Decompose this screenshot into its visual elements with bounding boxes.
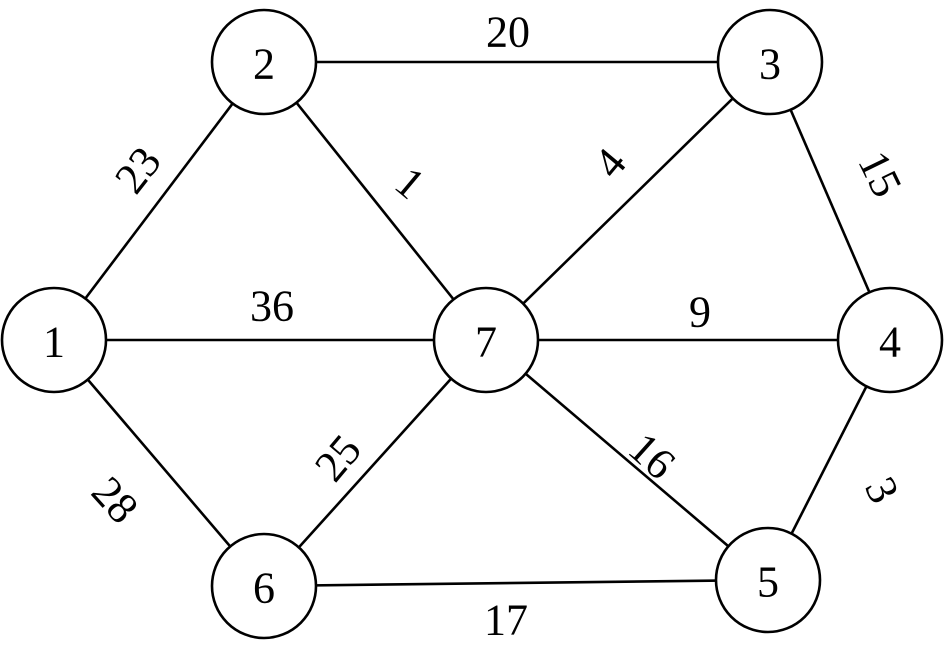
node-5: 5 [714, 526, 822, 634]
edge-weight-6-5: 17 [484, 596, 528, 645]
node-label-3: 3 [759, 40, 781, 89]
node-circle-5 [714, 526, 822, 634]
edge-weight-7-4: 9 [689, 288, 711, 337]
node-4: 4 [836, 286, 944, 394]
edge-weight-1-2: 23 [105, 138, 171, 203]
edge-7-6 [263, 339, 487, 587]
node-7: 7 [432, 286, 540, 394]
edge-weight-2-7: 1 [386, 157, 434, 209]
node-label-6: 6 [253, 564, 275, 613]
edge-1-6 [53, 339, 265, 587]
edge-weight-3-7: 4 [584, 139, 636, 187]
edge-weight-1-7: 36 [250, 282, 294, 331]
edge-weight-3-4: 15 [848, 143, 911, 204]
node-circle-6 [210, 532, 318, 640]
node-circle-7 [432, 286, 540, 394]
edge-weight-7-5: 16 [619, 423, 684, 489]
node-6: 6 [210, 532, 318, 640]
node-label-5: 5 [757, 558, 779, 607]
edge-weight-4-5: 3 [855, 469, 909, 510]
node-label-7: 7 [475, 318, 497, 367]
edge-weight-1-6: 28 [82, 467, 148, 532]
node-circle-1 [0, 286, 108, 394]
node-2: 2 [210, 8, 318, 116]
edge-weight-2-3: 20 [486, 8, 530, 57]
edge-3-7 [485, 61, 771, 341]
node-label-4: 4 [879, 318, 901, 367]
node-circle-3 [716, 8, 824, 116]
node-label-2: 2 [253, 40, 275, 89]
edge-1-2 [52, 61, 266, 341]
node-circle-4 [836, 286, 944, 394]
edge-6-5 [263, 578, 769, 588]
node-3: 3 [716, 8, 824, 116]
node-1: 1 [0, 286, 108, 394]
edge-7-5 [485, 339, 769, 581]
node-label-1: 1 [43, 318, 65, 367]
node-circle-2 [210, 8, 318, 116]
edge-weight-7-6: 25 [305, 425, 371, 490]
edge-2-7 [262, 61, 488, 341]
